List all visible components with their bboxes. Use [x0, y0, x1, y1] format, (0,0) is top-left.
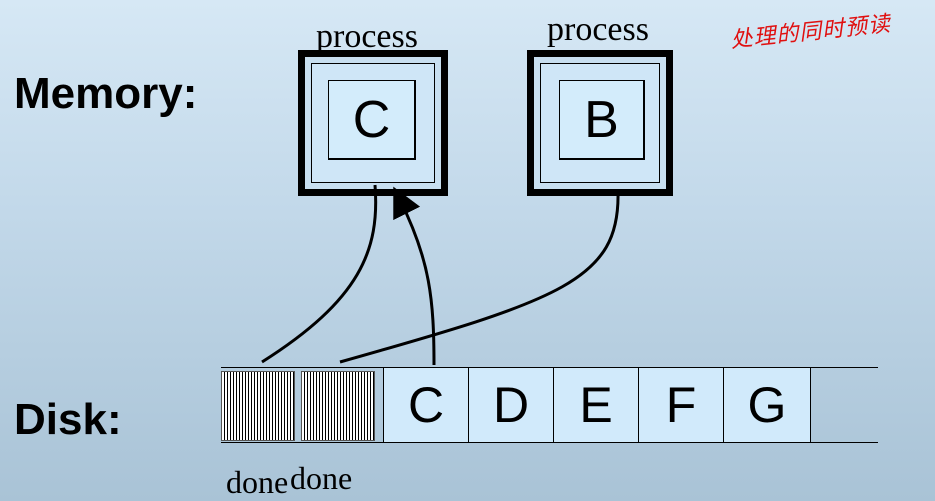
process-frame: B — [540, 63, 660, 183]
memory-block-b: B — [559, 80, 645, 160]
process-box-b: B — [527, 50, 673, 196]
disk-block-d: D — [468, 367, 554, 443]
arrow-disk-c-to-memory — [393, 186, 436, 366]
connector-b-to-done — [339, 191, 620, 364]
handwritten-annotation: 处理的同时预读 — [729, 11, 893, 54]
disk-block-done — [301, 371, 375, 441]
connector-c-to-done — [261, 184, 378, 364]
process-caption-b: process — [547, 11, 649, 48]
process-caption-c: process — [316, 18, 418, 55]
memory-block-c: C — [328, 80, 416, 160]
disk-block-c: C — [383, 367, 469, 443]
process-box-c: C — [298, 50, 448, 196]
memory-label: Memory: — [14, 69, 198, 118]
done-label-2: done — [290, 460, 353, 496]
disk-block-f: F — [638, 367, 724, 443]
done-label-1: done — [226, 464, 289, 500]
disk-block-done — [221, 371, 295, 441]
disk-block-g: G — [723, 367, 811, 443]
disk-label: Disk: — [14, 395, 122, 444]
process-frame: C — [311, 63, 435, 183]
disk-block-e: E — [553, 367, 639, 443]
